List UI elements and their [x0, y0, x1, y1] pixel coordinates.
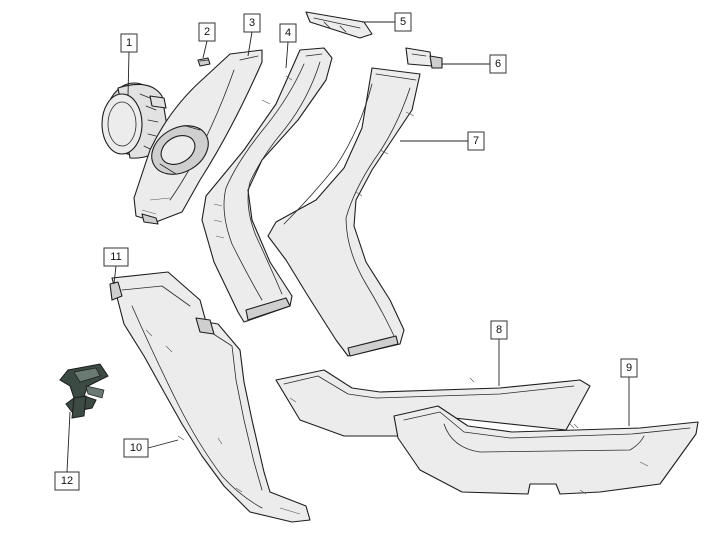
part-5-upper-bracket: [305, 11, 373, 39]
callout-12-label: 12: [61, 475, 73, 487]
callout-9-label: 9: [626, 362, 632, 374]
part-9-floor-side-cover: [393, 405, 699, 495]
callout-8: 8: [490, 320, 508, 340]
part-2-small-clip: [197, 57, 211, 67]
callout-12: 12: [54, 471, 80, 491]
callout-9: 9: [620, 358, 638, 378]
callout-6: 6: [489, 54, 507, 74]
callout-8-label: 8: [496, 324, 502, 336]
leader-lines: [66, 21, 630, 473]
callout-10-label: 10: [130, 442, 142, 454]
callout-11: 11: [103, 247, 129, 267]
callout-5: 5: [394, 12, 412, 32]
part-6-connector: [405, 47, 443, 69]
callout-7-label: 7: [473, 135, 479, 147]
callout-2: 2: [198, 22, 216, 42]
callout-5-label: 5: [400, 16, 406, 28]
part-10-lower-front-panel: [109, 271, 311, 523]
callout-10: 10: [123, 438, 149, 458]
part-7-legshield-panel: [267, 67, 421, 357]
part-12-push-clip: [59, 363, 109, 419]
callout-4-label: 4: [285, 27, 291, 39]
callout-1: 1: [120, 33, 138, 53]
callout-6-label: 6: [495, 58, 501, 70]
callout-3-label: 3: [249, 17, 255, 29]
callout-11-label: 11: [110, 251, 121, 263]
callout-3: 3: [243, 13, 261, 33]
part-8-side-cover: [275, 369, 591, 437]
part-4-inner-frame: [201, 47, 333, 323]
callout-2-label: 2: [204, 26, 210, 38]
part-3-front-center-panel: [133, 49, 263, 225]
callout-7: 7: [467, 131, 485, 151]
callout-1-label: 1: [126, 37, 132, 49]
callout-4: 4: [279, 23, 297, 43]
